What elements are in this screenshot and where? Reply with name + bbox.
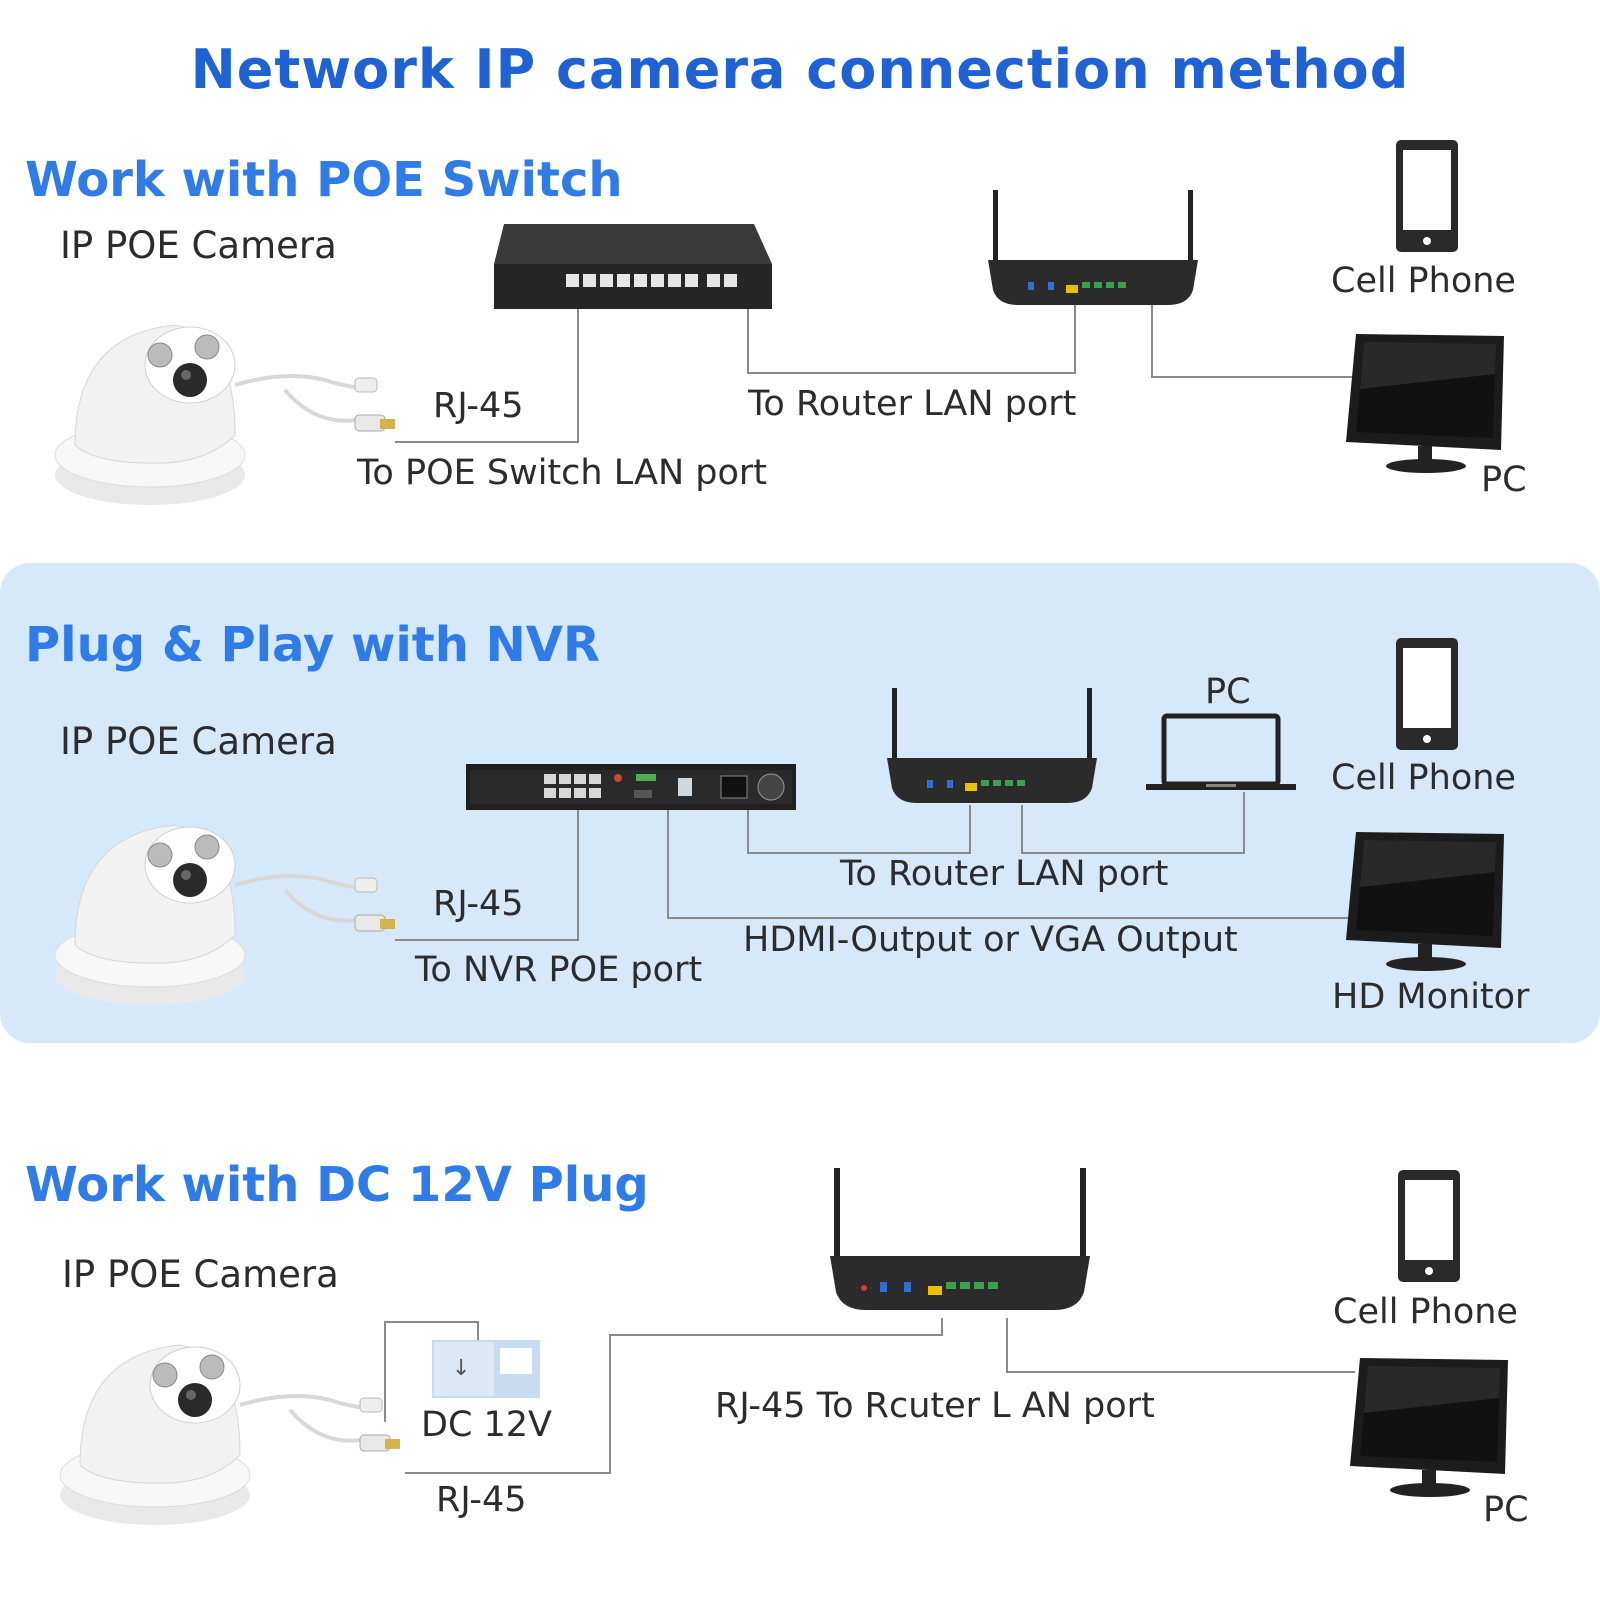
router-link-label: To Router LAN port (840, 854, 1169, 894)
cell-phone-icon (1396, 140, 1458, 252)
router-icon (988, 190, 1198, 305)
camera-label: IP POE Camera (62, 1253, 339, 1296)
section-heading-dc12v: Work with DC 12V Plug (25, 1157, 649, 1213)
rj45-label: RJ-45 (433, 386, 524, 426)
section-heading-poe-switch: Work with POE Switch (25, 152, 623, 208)
camera-link-label: To NVR POE port (415, 950, 703, 990)
nvr-section-panel (0, 563, 1600, 1043)
line-router-to-pc-3 (1006, 1318, 1355, 1373)
router-icon (887, 688, 1097, 803)
dome-camera-icon (54, 824, 395, 1005)
nvr-icon (466, 764, 796, 810)
cell-phone-label: Cell Phone (1331, 261, 1516, 301)
monitor-icon (1346, 832, 1504, 971)
router-link-label: RJ-45 To Rcuter L AN port (715, 1386, 1155, 1426)
poe-switch-icon (494, 224, 772, 309)
dome-camera-icon (54, 324, 395, 505)
cell-phone-icon (1396, 638, 1458, 750)
laptop-label: PC (1205, 672, 1251, 712)
router-link-label: To Router LAN port (748, 384, 1077, 424)
monitor-icon (1350, 1358, 1508, 1497)
camera-label: IP POE Camera (60, 720, 337, 763)
line-switch-to-router (747, 305, 1076, 374)
section-heading-nvr: Plug & Play with NVR (25, 617, 600, 673)
hdmi-output-label: HDMI-Output or VGA Output (743, 920, 1238, 960)
svg-text:↓: ↓ (452, 1356, 470, 1381)
pc-label: PC (1481, 460, 1527, 500)
line-router-to-pc (1151, 305, 1352, 378)
page-title: Network IP camera connection method (190, 38, 1410, 101)
hd-monitor-label: HD Monitor (1332, 977, 1530, 1017)
cell-phone-label: Cell Phone (1331, 758, 1516, 798)
camera-link-label: To POE Switch LAN port (357, 453, 768, 493)
monitor-icon (1346, 334, 1504, 473)
rj45-label: RJ-45 (436, 1480, 527, 1520)
cell-phone-icon (1398, 1170, 1460, 1282)
power-socket-icon: ↓ (432, 1340, 540, 1398)
pc-label: PC (1483, 1490, 1529, 1530)
dc12v-label: DC 12V (421, 1405, 552, 1445)
cell-phone-label: Cell Phone (1333, 1292, 1518, 1332)
laptop-icon (1146, 713, 1296, 790)
dome-camera-icon (59, 1344, 400, 1525)
rj45-label: RJ-45 (433, 884, 524, 924)
camera-label: IP POE Camera (60, 224, 337, 267)
router-icon (830, 1168, 1090, 1310)
